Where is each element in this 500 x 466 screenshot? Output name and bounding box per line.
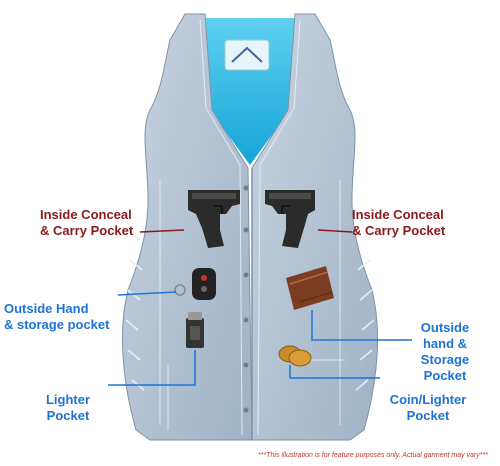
label-outside-hand-left: Outside Hand & storage pocket [4, 301, 110, 332]
label-outside-hand-right: Outside hand & Storage Pocket [420, 320, 470, 383]
footnote: ***This illustration is for feature purp… [258, 452, 488, 459]
label-inside-left: Inside Conceal & Carry Pocket [40, 207, 134, 238]
lighter [186, 312, 204, 348]
leader-lines [108, 229, 412, 386]
wallet [286, 266, 334, 310]
collar-label [224, 39, 270, 71]
car-key-fob [174, 268, 216, 300]
pistol-right [265, 190, 315, 248]
pistol-left [188, 190, 240, 248]
coins [278, 345, 312, 367]
vest-lining [195, 18, 305, 165]
vest-left-panel [122, 13, 253, 441]
label-lighter: Lighter Pocket [45, 392, 91, 423]
vest-snaps [243, 185, 249, 413]
vest-right-panel [251, 13, 378, 441]
label-inside-right: Inside Conceal & Carry Pocket [352, 207, 446, 238]
label-coin-lighter: Coin/Lighter Pocket [389, 392, 467, 423]
